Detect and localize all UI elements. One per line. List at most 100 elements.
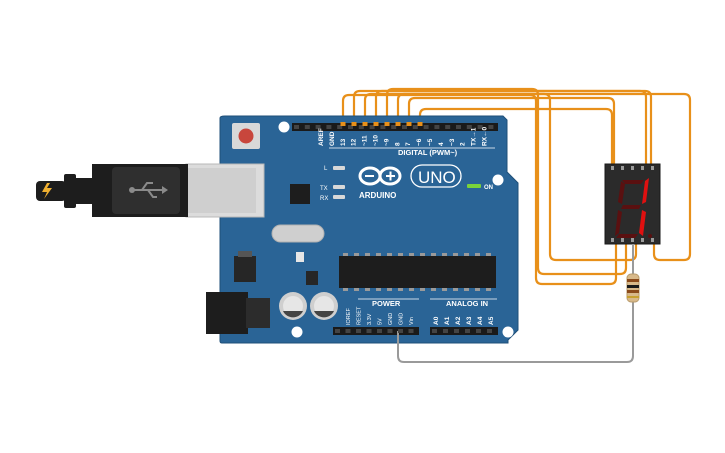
chip-pin (354, 288, 359, 291)
usb-symbol-icon (132, 182, 162, 198)
header-pin[interactable] (402, 125, 407, 129)
chip-pin (376, 288, 381, 291)
display-pin[interactable] (621, 166, 624, 170)
power-header[interactable] (333, 327, 419, 335)
header-pin[interactable] (326, 125, 332, 129)
usb-cable-icon[interactable] (36, 164, 188, 217)
segment-dp (648, 234, 652, 238)
header-pin[interactable] (337, 125, 343, 129)
resistor[interactable] (626, 244, 640, 303)
wire-pin13[interactable] (341, 93, 618, 286)
dc-barrel-jack[interactable] (206, 292, 248, 334)
header-pin[interactable] (445, 125, 451, 129)
chip-pin (464, 253, 469, 256)
display-pin[interactable] (611, 238, 614, 242)
usb-b-port-inner (186, 168, 256, 213)
led-tx (333, 185, 345, 189)
header-pin[interactable] (408, 329, 414, 333)
header-pin[interactable] (391, 125, 397, 129)
voltage-regulator (234, 256, 256, 282)
header-pin[interactable] (348, 125, 353, 129)
digital-pin-label: ~9 (383, 138, 390, 146)
header-pin[interactable] (443, 329, 448, 333)
regulator-tab (238, 251, 252, 257)
header-pin[interactable] (356, 329, 361, 333)
led-rx (333, 195, 345, 199)
display-pin[interactable] (631, 238, 634, 242)
header-pin[interactable] (387, 329, 393, 333)
digital-header-pins (294, 125, 494, 129)
header-pin[interactable] (465, 329, 470, 333)
digital-pin-label: 13 (340, 138, 347, 146)
gray-wire[interactable] (397, 303, 634, 363)
led-on-label: ON (484, 185, 493, 191)
chip-pin (486, 253, 491, 256)
usb-symbol-arrow (162, 186, 168, 194)
display-pin[interactable] (651, 166, 654, 170)
header-pin[interactable] (366, 329, 372, 333)
digital-pin-label: 12 (351, 138, 358, 146)
wire-pin10[interactable] (374, 89, 648, 164)
analog-header[interactable] (430, 327, 498, 335)
reset-button-icon[interactable] (238, 128, 254, 144)
display-pin[interactable] (621, 238, 624, 242)
wire-pin11[interactable] (363, 92, 692, 262)
header-pin[interactable] (423, 125, 429, 129)
chip-pin (365, 253, 370, 256)
chip-pin (376, 253, 381, 256)
chip-pin (343, 288, 348, 291)
led-on (467, 184, 481, 188)
header-pin[interactable] (369, 125, 375, 129)
display-pin[interactable] (641, 238, 644, 242)
header-pin[interactable] (294, 125, 299, 129)
header-pin[interactable] (335, 329, 340, 333)
wire-pin6[interactable] (418, 107, 614, 164)
chip-pin (475, 253, 480, 256)
header-pin[interactable] (304, 125, 310, 129)
chip-pin (409, 288, 414, 291)
analog-pin-label: A3 (466, 316, 473, 325)
seven-segment-display[interactable]: 1 (604, 163, 661, 245)
header-pin[interactable] (412, 125, 418, 129)
wire-end (362, 122, 368, 126)
header-pin[interactable] (456, 125, 461, 129)
chip-pin (420, 288, 425, 291)
header-pin[interactable] (466, 125, 472, 129)
wire-pin7[interactable] (407, 96, 616, 164)
digital-pin-label: RX←0 (482, 126, 489, 146)
display-pin[interactable] (651, 238, 654, 242)
mount-hole (278, 121, 290, 133)
header-pin[interactable] (398, 329, 403, 333)
header-pin[interactable] (488, 125, 494, 129)
header-pin[interactable] (434, 125, 440, 129)
lightning-icon (42, 183, 52, 199)
orange-wires[interactable] (341, 87, 692, 286)
digital-pin-label: 7 (405, 142, 412, 146)
analog-pin-label: A5 (488, 316, 495, 325)
header-pin[interactable] (454, 329, 459, 333)
header-pin[interactable] (377, 329, 382, 333)
header-pin[interactable] (380, 125, 386, 129)
crystal-oscillator (271, 224, 325, 243)
header-pin[interactable] (345, 329, 351, 333)
power-label: POWER (372, 299, 401, 308)
wire-pin9[interactable] (385, 87, 628, 276)
header-pin[interactable] (477, 125, 483, 129)
header-pin[interactable] (487, 329, 492, 333)
digital-pin-label: GND (329, 131, 336, 146)
display-pin[interactable] (641, 166, 644, 170)
atmega-chip-pins (343, 253, 491, 291)
header-pin[interactable] (432, 329, 437, 333)
header-pin[interactable] (358, 125, 364, 129)
header-pin[interactable] (315, 125, 321, 129)
chip-pin (486, 288, 491, 291)
digital-pin-label: ~3 (449, 138, 456, 146)
chip-pin (431, 288, 436, 291)
display-pin[interactable] (631, 166, 634, 170)
reset-button[interactable] (232, 123, 260, 149)
display-pin[interactable] (611, 166, 614, 170)
header-pin[interactable] (476, 329, 481, 333)
